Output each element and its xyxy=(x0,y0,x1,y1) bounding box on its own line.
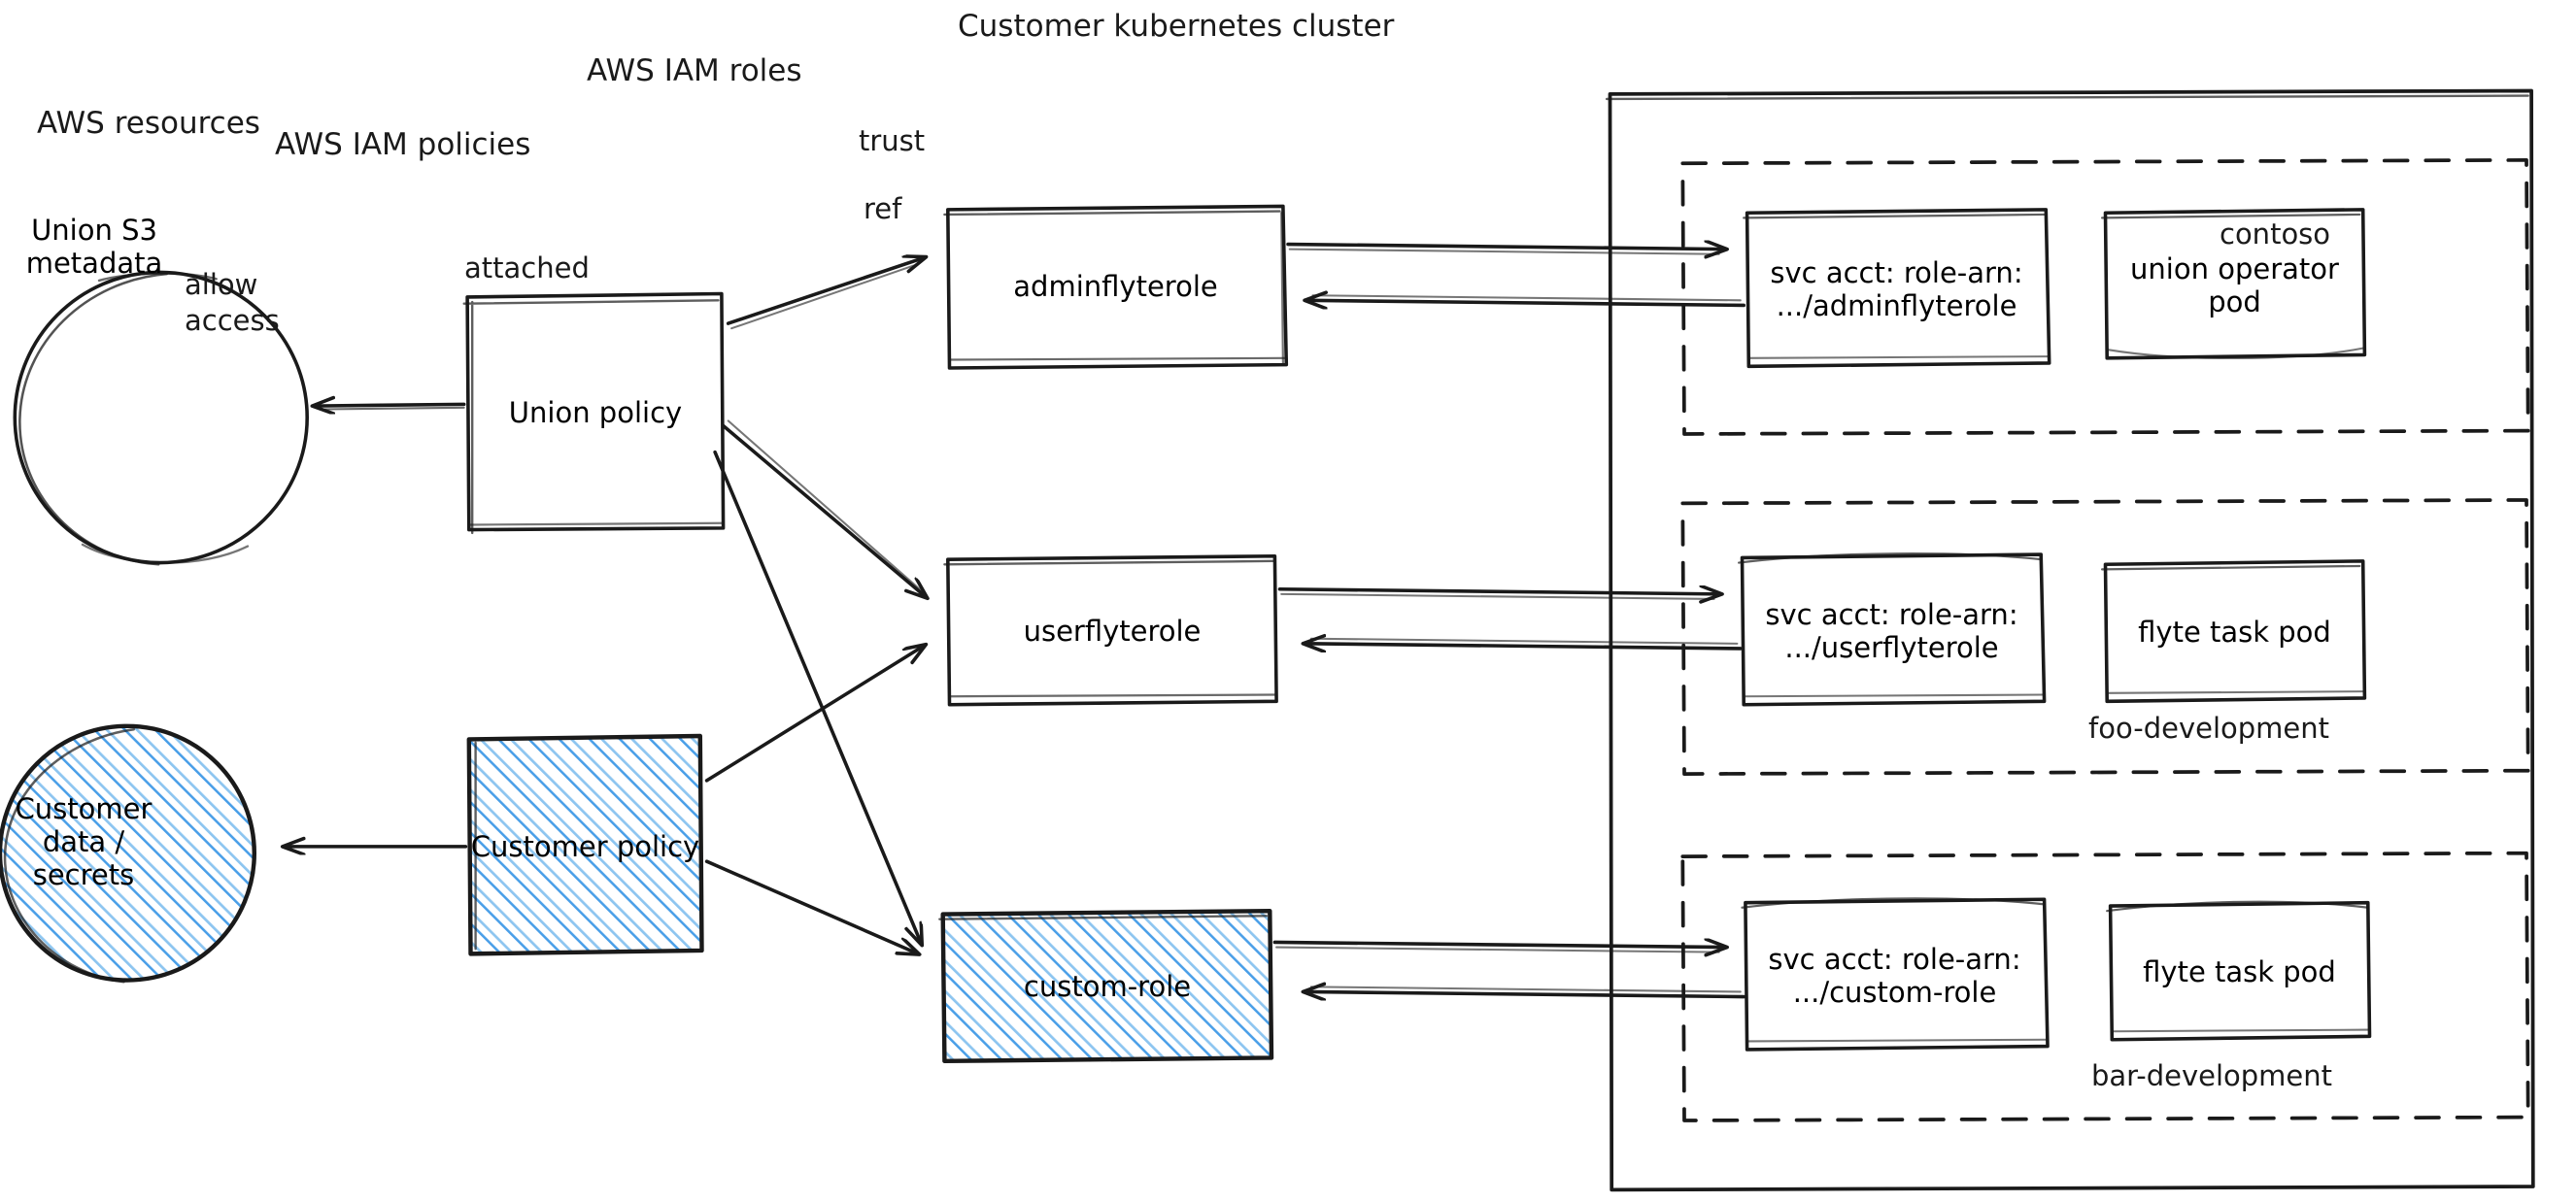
node-adminflyterole xyxy=(943,204,1289,370)
svc-acct-userflyterole-text: svc acct: role-arn: .../userflyterole xyxy=(1765,598,2018,664)
node-label-svc-acct-custom-role: svc acct: role-arn: .../custom-role xyxy=(1744,902,2046,1050)
node-label-svc-acct-userflyterole: svc acct: role-arn: .../userflyterole xyxy=(1741,557,2043,705)
node-label-union-policy: Union policy xyxy=(468,296,723,529)
node-label-custom-role: custom-role xyxy=(942,913,1272,1060)
namespace-bar-development xyxy=(1680,851,2530,1122)
flyte-task-pod-bar-text: flyte task pod xyxy=(2143,954,2336,988)
edge-svc-acct-ref-userflyterole xyxy=(1305,639,1743,649)
cluster-boundary xyxy=(1605,88,2535,1192)
edge-customer-policy-to-userflyterole xyxy=(704,646,925,783)
edge-union-policy-to-custom-role xyxy=(713,450,922,944)
node-label-flyte-task-pod-bar: flyte task pod xyxy=(2109,905,2370,1038)
node-label-adminflyterole: adminflyterole xyxy=(947,208,1284,365)
edge-union-policy-to-adminflyterole xyxy=(726,257,925,330)
edge-svc-acct-ref-adminflyterole xyxy=(1306,295,1746,305)
union-s3-metadata-text: Union S3 metadata xyxy=(25,213,163,280)
edge-custom-role-trust xyxy=(1272,942,1725,952)
node-custom-role xyxy=(938,908,1274,1064)
node-svc-acct-userflyterole xyxy=(1737,552,2047,707)
node-label-union-s3-metadata: Union S3 metadata xyxy=(15,195,174,297)
node-label-union-operator-pod: union operator pod xyxy=(2104,213,2365,358)
edge-customer-policy-to-custom-role xyxy=(704,859,919,953)
union-policy-text: Union policy xyxy=(508,396,683,429)
userflyterole-text: userflyterole xyxy=(1023,615,1202,648)
edge-union-policy-to-s3 xyxy=(314,404,466,409)
adminflyterole-text: adminflyterole xyxy=(1013,270,1218,303)
node-userflyterole xyxy=(943,553,1278,707)
edge-svc-acct-ref-custom-role xyxy=(1305,986,1746,996)
node-label-svc-acct-adminflyterole: svc acct: role-arn: .../adminflyterole xyxy=(1746,213,2048,366)
node-customer-data-secrets xyxy=(0,723,257,984)
node-flyte-task-pod-bar xyxy=(2106,900,2372,1042)
edge-adminflyterole-trust xyxy=(1286,245,1726,254)
node-union-operator-pod xyxy=(2100,208,2367,360)
svc-acct-adminflyterole-text: svc acct: role-arn: .../adminflyterole xyxy=(1770,256,2023,322)
node-svc-acct-adminflyterole xyxy=(1743,208,2051,369)
svc-acct-custom-role-text: svc acct: role-arn: .../custom-role xyxy=(1768,943,2021,1009)
node-customer-policy xyxy=(466,733,704,956)
node-flyte-task-pod-foo xyxy=(2100,559,2367,704)
customer-policy-text: Customer policy xyxy=(470,829,700,863)
node-label-customer-policy: Customer policy xyxy=(470,739,700,953)
node-label-userflyterole: userflyterole xyxy=(947,557,1277,705)
namespace-contoso xyxy=(1680,157,2530,436)
node-label-flyte-task-pod-foo: flyte task pod xyxy=(2104,564,2365,700)
node-union-s3-metadata xyxy=(13,270,309,566)
edge-userflyterole-trust xyxy=(1277,589,1721,599)
node-label-customer-data-secrets: Customer data / secrets xyxy=(10,777,157,907)
node-svc-acct-custom-role xyxy=(1741,897,2050,1052)
edge-union-policy-to-userflyterole xyxy=(721,419,927,597)
custom-role-text: custom-role xyxy=(1023,970,1192,1003)
namespace-foo-development xyxy=(1680,498,2530,776)
union-operator-pod-text: union operator pod xyxy=(2130,252,2339,318)
customer-data-secrets-text: Customer data / secrets xyxy=(15,792,153,891)
node-union-policy xyxy=(462,291,726,535)
flyte-task-pod-foo-text: flyte task pod xyxy=(2138,616,2331,649)
